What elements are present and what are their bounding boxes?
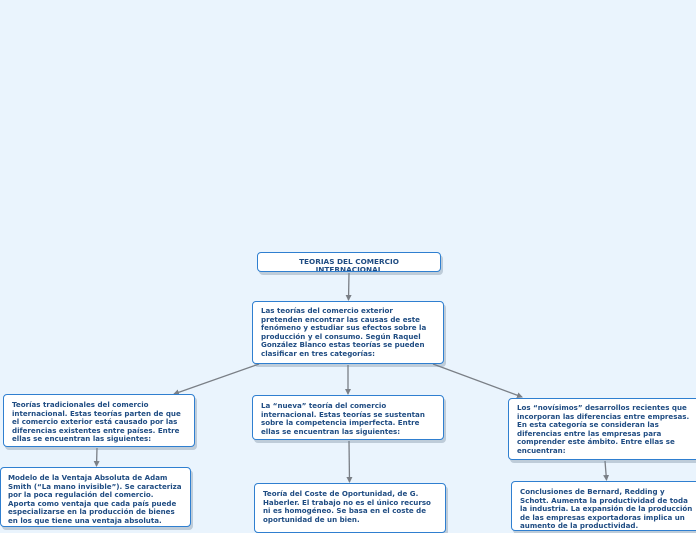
node-ventaja-absoluta-smith[interactable]: Modelo de la Ventaja Absoluta de Adam Sm… <box>0 467 191 527</box>
node-intro-text: Las teorías del comercio exterior preten… <box>261 306 427 358</box>
connector-intro-to-tradicionales <box>173 363 260 396</box>
node-intro-teorias[interactable]: Las teorías del comercio exterior preten… <box>252 301 444 364</box>
node-coste-oportunidad-haberler[interactable]: Teoría del Coste de Oportunidad, de G. H… <box>254 483 446 533</box>
node-root-teorias-comercio-internacional[interactable]: TEORIAS DEL COMERCIO INTERNACIONAL <box>257 252 441 272</box>
node-smith-text: Modelo de la Ventaja Absoluta de Adam Sm… <box>8 473 182 525</box>
node-haberler-text: Teoría del Coste de Oportunidad, de G. H… <box>263 489 431 524</box>
mind-map-canvas: TEORIAS DEL COMERCIO INTERNACIONAL Las t… <box>0 252 696 533</box>
node-novisimos-text: Los “novísimos” desarrollos recientes qu… <box>517 403 690 455</box>
node-nueva-teoria[interactable]: La “nueva” teoría del comercio internaci… <box>252 395 444 440</box>
connector-tradicionales-to-smith <box>93 447 100 467</box>
node-novisimos-desarrollos[interactable]: Los “novísimos” desarrollos recientes qu… <box>508 398 696 460</box>
node-conclusiones-bernard[interactable]: Conclusiones de Bernard, Redding y Schot… <box>511 481 696 531</box>
node-root-text: TEORIAS DEL COMERCIO INTERNACIONAL <box>299 257 399 272</box>
connector-layer <box>93 272 610 483</box>
connector-nueva-to-haberler <box>346 440 353 483</box>
node-bernard-text: Conclusiones de Bernard, Redding y Schot… <box>520 487 693 530</box>
connector-novisimos-to-bernard <box>603 460 610 481</box>
node-nueva-text: La “nueva” teoría del comercio internaci… <box>261 401 425 436</box>
node-tradicionales-text: Teorías tradicionales del comercio inter… <box>12 400 181 443</box>
node-teorias-tradicionales[interactable]: Teorías tradicionales del comercio inter… <box>3 394 195 447</box>
connector-intro-to-novisimos <box>432 363 523 399</box>
connector-root-to-intro <box>345 272 352 301</box>
